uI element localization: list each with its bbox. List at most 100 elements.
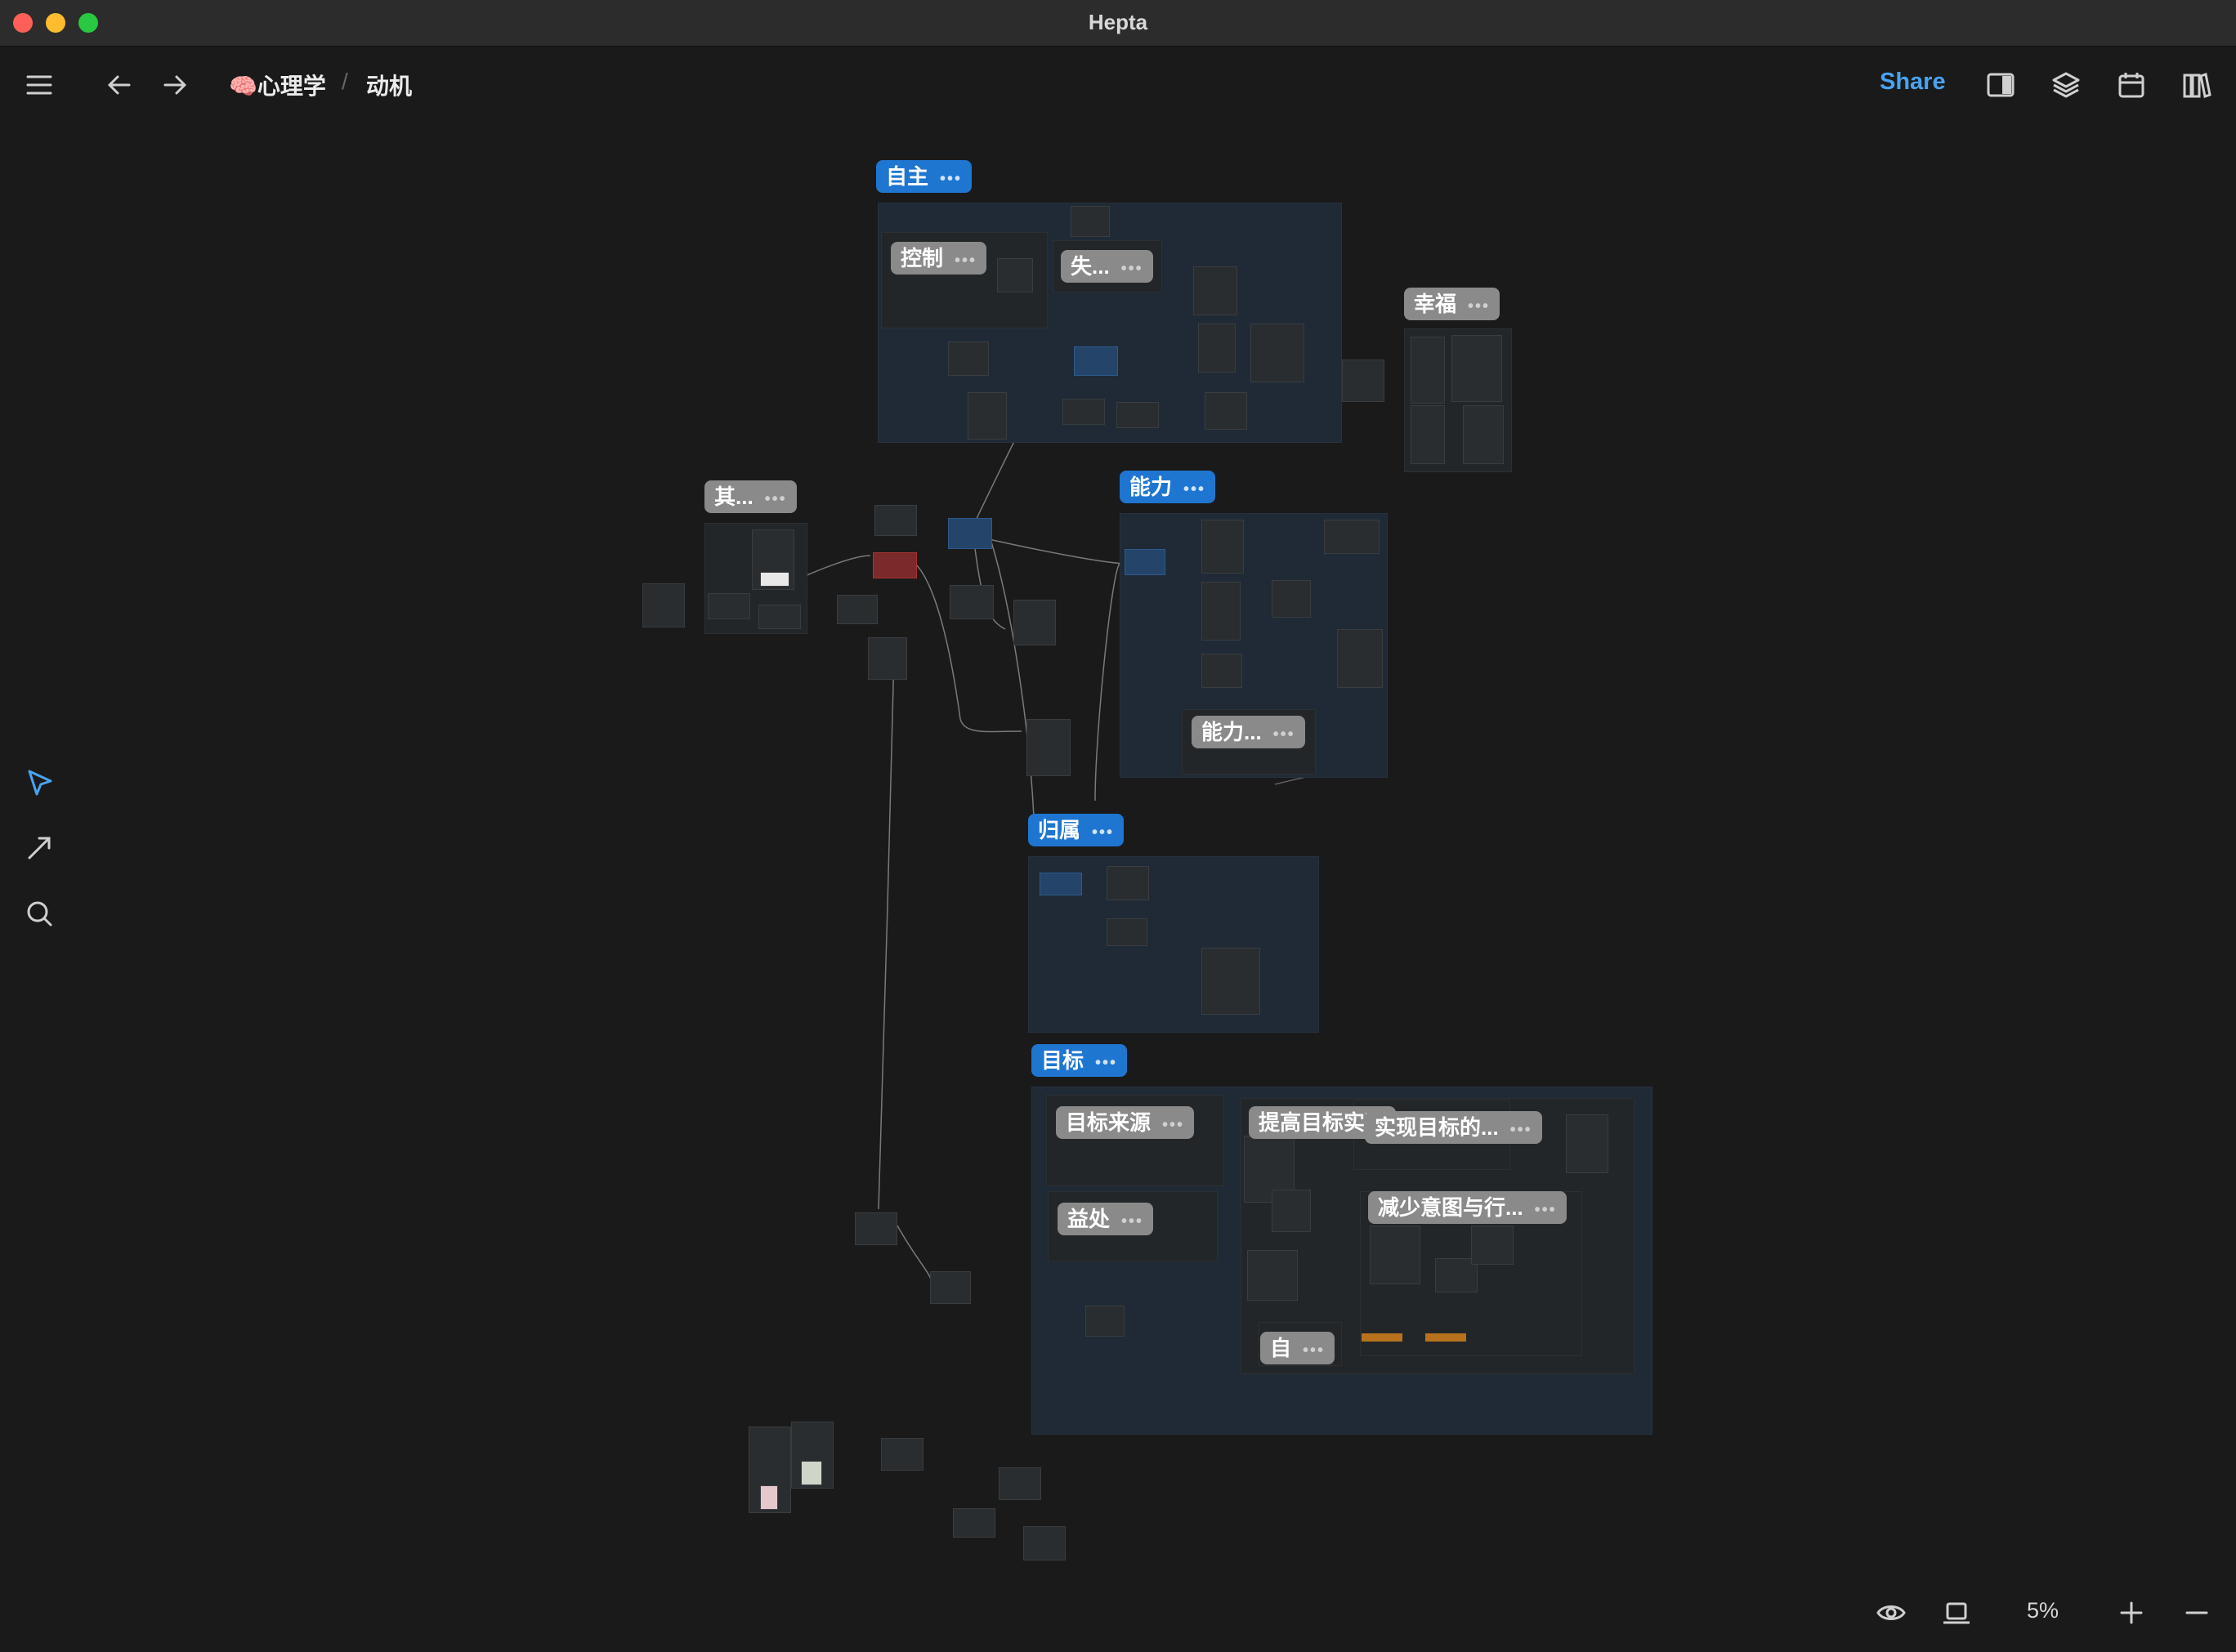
- note-card[interactable]: [1337, 629, 1383, 688]
- note-card[interactable]: [1201, 948, 1260, 1015]
- breadcrumb-item-motivation[interactable]: 动机: [366, 74, 413, 99]
- note-card[interactable]: [1062, 399, 1105, 425]
- note-card[interactable]: [1463, 405, 1504, 464]
- note-card[interactable]: [868, 637, 907, 680]
- more-options-icon[interactable]: •••: [1162, 1116, 1185, 1134]
- more-options-icon[interactable]: •••: [1468, 297, 1491, 315]
- note-card[interactable]: [1370, 1226, 1420, 1284]
- note-image[interactable]: [801, 1461, 822, 1485]
- note-card[interactable]: [874, 505, 917, 536]
- more-options-icon[interactable]: •••: [940, 170, 963, 188]
- note-card[interactable]: [1471, 1226, 1514, 1265]
- more-options-icon[interactable]: •••: [764, 490, 787, 508]
- connector-arrow-icon[interactable]: [23, 832, 56, 864]
- note-card[interactable]: [997, 258, 1033, 292]
- back-arrow-icon[interactable]: [103, 69, 136, 101]
- note-card[interactable]: [1411, 337, 1445, 404]
- subgroup-tag-reduce[interactable]: 减少意图与行...•••: [1368, 1191, 1567, 1224]
- group-tag-autonomy[interactable]: 自主•••: [876, 160, 973, 193]
- subgroup-tag-lose[interactable]: 失...•••: [1061, 250, 1153, 283]
- maximize-window-button[interactable]: [78, 13, 98, 33]
- note-card[interactable]: [1411, 405, 1445, 464]
- note-card[interactable]: [642, 583, 685, 627]
- note-card[interactable]: [855, 1212, 897, 1245]
- more-options-icon[interactable]: •••: [1272, 726, 1295, 743]
- note-card[interactable]: [1071, 206, 1110, 237]
- group-tag-other[interactable]: 其...•••: [704, 480, 797, 513]
- preview-eye-icon[interactable]: [1875, 1596, 1907, 1629]
- note-card[interactable]: [1116, 402, 1159, 428]
- note-card[interactable]: [968, 392, 1007, 440]
- note-card[interactable]: [1107, 866, 1149, 900]
- layers-icon[interactable]: [2050, 69, 2082, 101]
- zoom-in-plus-icon[interactable]: [2115, 1596, 2148, 1629]
- note-card[interactable]: [1451, 335, 1502, 402]
- note-card[interactable]: [837, 595, 878, 624]
- search-icon[interactable]: [23, 897, 56, 930]
- more-options-icon[interactable]: •••: [1183, 480, 1206, 498]
- note-card[interactable]: [1026, 719, 1071, 776]
- note-card[interactable]: [948, 342, 989, 376]
- calendar-icon[interactable]: [2115, 69, 2148, 101]
- minimize-window-button[interactable]: [46, 13, 65, 33]
- more-options-icon[interactable]: •••: [1120, 260, 1143, 278]
- menu-icon[interactable]: [23, 69, 56, 101]
- note-card-accent[interactable]: [1425, 1333, 1466, 1342]
- note-card[interactable]: [881, 1438, 923, 1471]
- note-card[interactable]: [1272, 1190, 1311, 1232]
- zoom-level[interactable]: 5%: [2027, 1598, 2059, 1623]
- subgroup-tag-self[interactable]: 自•••: [1260, 1332, 1335, 1364]
- note-card[interactable]: [1013, 600, 1056, 645]
- note-card[interactable]: [1201, 582, 1241, 641]
- note-card[interactable]: [1566, 1114, 1608, 1173]
- zoom-out-minus-icon[interactable]: [2180, 1596, 2213, 1629]
- more-options-icon[interactable]: •••: [1534, 1201, 1557, 1219]
- note-card[interactable]: [1023, 1526, 1066, 1560]
- group-tag-belonging[interactable]: 归属•••: [1028, 814, 1125, 846]
- present-laptop-icon[interactable]: [1940, 1596, 1973, 1629]
- note-card[interactable]: [953, 1508, 995, 1538]
- note-card[interactable]: [1247, 1250, 1298, 1301]
- note-card[interactable]: [1201, 654, 1242, 688]
- forward-arrow-icon[interactable]: [159, 69, 191, 101]
- note-image[interactable]: [760, 572, 789, 587]
- note-card[interactable]: [1435, 1258, 1478, 1293]
- note-card[interactable]: [1205, 392, 1247, 430]
- note-card[interactable]: [1040, 873, 1082, 895]
- note-card-accent[interactable]: [1362, 1333, 1402, 1342]
- note-card[interactable]: [999, 1467, 1041, 1500]
- note-card[interactable]: [1201, 520, 1244, 574]
- note-card[interactable]: [758, 605, 801, 629]
- group-tag-happiness[interactable]: 幸福•••: [1404, 288, 1500, 320]
- select-pointer-icon[interactable]: [23, 766, 56, 799]
- note-card[interactable]: [948, 518, 992, 549]
- more-options-icon[interactable]: •••: [1095, 1054, 1118, 1072]
- subgroup-tag-achieve[interactable]: 实现目标的...•••: [1365, 1111, 1542, 1144]
- note-card[interactable]: [1085, 1306, 1125, 1337]
- group-tag-goal[interactable]: 目标•••: [1031, 1044, 1128, 1077]
- subgroup-tag-control[interactable]: 控制•••: [891, 242, 987, 275]
- breadcrumb-item-psychology[interactable]: 🧠心理学: [229, 69, 326, 101]
- note-card[interactable]: [1250, 324, 1304, 382]
- more-options-icon[interactable]: •••: [1509, 1121, 1532, 1139]
- share-button[interactable]: Share: [1880, 69, 1946, 95]
- more-options-icon[interactable]: •••: [1121, 1212, 1144, 1230]
- note-card[interactable]: [930, 1271, 971, 1304]
- note-image[interactable]: [760, 1485, 778, 1510]
- note-card[interactable]: [1193, 266, 1237, 315]
- note-card[interactable]: [1342, 359, 1384, 402]
- note-card[interactable]: [1324, 520, 1380, 554]
- close-window-button[interactable]: [13, 13, 33, 33]
- note-card[interactable]: [950, 585, 994, 619]
- library-icon[interactable]: [2180, 69, 2213, 101]
- more-options-icon[interactable]: •••: [1303, 1342, 1326, 1360]
- note-card[interactable]: [1107, 918, 1147, 946]
- group-tag-ability[interactable]: 能力•••: [1120, 471, 1216, 503]
- note-card[interactable]: [1272, 580, 1311, 618]
- note-card[interactable]: [1074, 346, 1118, 376]
- more-options-icon[interactable]: •••: [1092, 824, 1115, 842]
- more-options-icon[interactable]: •••: [955, 252, 977, 270]
- note-card[interactable]: [708, 593, 750, 619]
- note-card[interactable]: [1125, 549, 1165, 575]
- note-card[interactable]: [1198, 324, 1236, 373]
